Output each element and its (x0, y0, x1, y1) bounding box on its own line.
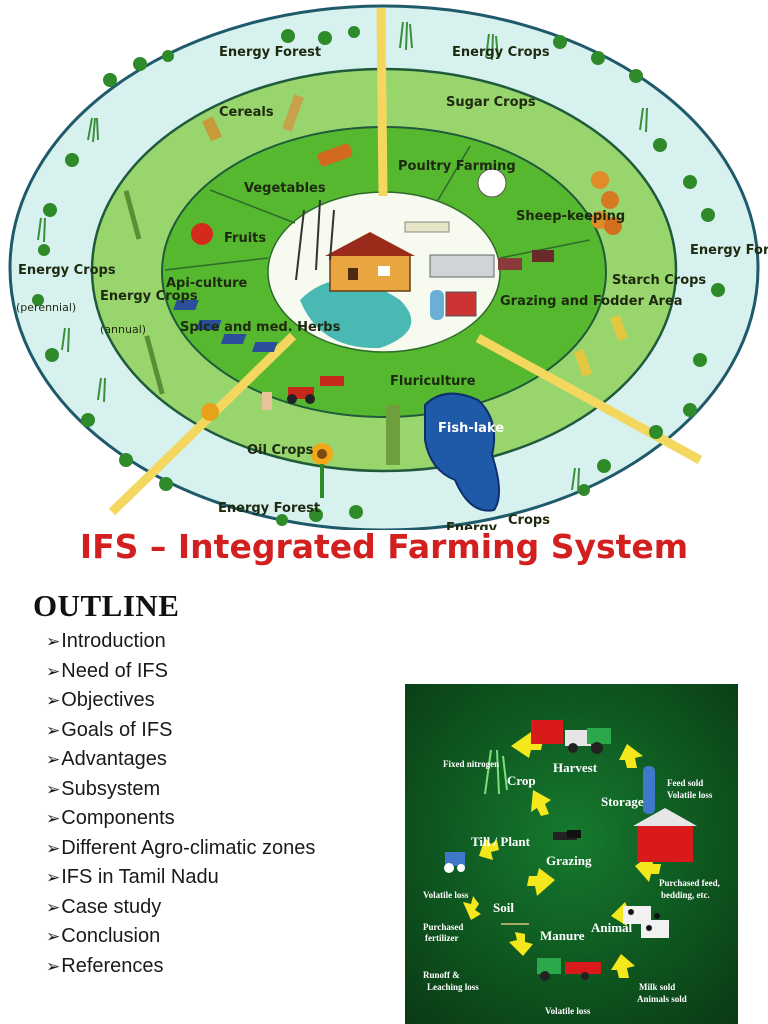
middle-ring-labels: Cereals Sugar Crops Starch Crops Oil Cro… (100, 95, 706, 458)
label-sheep-keeping: Sheep-keeping (516, 209, 625, 224)
arrow-bullet-icon: ➢ (46, 809, 61, 828)
arrow-bullet-icon: ➢ (46, 838, 61, 858)
note-volatile-loss-storage: Volatile loss (667, 790, 713, 800)
note-leaching-loss: Leaching loss (427, 982, 479, 992)
note-purchased-feed: Purchased feed, (659, 878, 720, 888)
note-volatile-loss-soil: Volatile loss (423, 890, 469, 900)
outline-item: ➢Objectives (46, 689, 155, 711)
outline-item: ➢Subsystem (46, 777, 161, 800)
note-purchased: Purchased (423, 922, 463, 932)
note-feed-sold: Feed sold (667, 778, 703, 788)
inner-dividers (164, 145, 591, 271)
tractor-icon (587, 728, 611, 744)
outline-item: ➢IFS in Tamil Nadu (46, 866, 219, 888)
label-cereals: Cereals (219, 105, 274, 120)
cycle-icons (444, 720, 697, 981)
outline-item: ➢References (46, 954, 164, 977)
arrow-bullet-icon: ➢ (46, 661, 61, 681)
arrow-bullet-icon: ➢ (46, 956, 61, 976)
label-energy-bottom: Energy (446, 521, 498, 530)
farm-system-diagram: Energy Forest Energy Crops Energy Forest… (8, 4, 768, 530)
label-grazing-fodder: Grazing and Fodder Area (500, 294, 683, 309)
outline-item: ➢Goals of IFS (46, 718, 173, 741)
node-crop: Crop (507, 773, 536, 788)
crop-plant-icon (484, 749, 508, 795)
cycle-notes: Fixed nitrogen Feed sold Volatile loss P… (423, 759, 720, 1016)
inner-ring-labels: Vegetables Poultry Farming Sheep-keeping… (166, 159, 683, 389)
node-harvest: Harvest (553, 760, 598, 775)
arrow-bullet-icon: ➢ (46, 927, 61, 946)
outline-item: ➢Advantages (46, 748, 167, 770)
manure-tractor-icon (537, 958, 561, 974)
outline-list: ➢Introduction ➢Need of IFS ➢Objectives ➢… (46, 627, 315, 981)
outer-ring-labels: Energy Forest Energy Crops Energy Forest… (16, 45, 768, 530)
label-fruits: Fruits (224, 231, 266, 246)
label-crops-bottom: Crops (508, 513, 550, 528)
ring-dividers (108, 7, 703, 516)
grazing-cattle-icon (553, 832, 577, 840)
cycle-arrows (463, 732, 661, 978)
node-grazing: Grazing (546, 853, 592, 868)
label-perennial: (perennial) (16, 301, 76, 314)
label-starch-crops: Starch Crops (612, 273, 706, 288)
node-soil: Soil (493, 900, 514, 915)
note-fixed: Fixed nitrogen (443, 759, 499, 769)
label-energy-forest-bottom: Energy Forest (218, 501, 320, 516)
label-vegetables: Vegetables (244, 181, 326, 196)
center-scene (173, 199, 495, 352)
page-title: IFS – Integrated Farming System (79, 527, 689, 566)
label-spice-herbs: Spice and med. Herbs (180, 320, 341, 335)
outline-item: ➢Case study (46, 895, 162, 918)
cycle-node-labels: Harvest Storage Crop Grazing Till / Plan… (471, 760, 644, 943)
node-manure: Manure (540, 928, 585, 943)
label-annual: (annual) (100, 323, 146, 336)
label-poultry-farming: Poultry Farming (398, 159, 516, 174)
label-energy-crops-top-right: Energy Crops (452, 45, 550, 60)
outer-ring-reeds (37, 21, 648, 493)
node-till-plant: Till / Plant (471, 834, 531, 849)
outline-item: ➢Components (46, 807, 175, 829)
label-fluriculture: Fluriculture (390, 374, 476, 389)
arrow-bullet-icon: ➢ (46, 779, 61, 799)
label-apiculture: Api-culture (166, 276, 248, 291)
arrow-bullet-icon: ➢ (46, 750, 61, 769)
label-sugar-crops: Sugar Crops (446, 95, 536, 110)
note-volatile-loss-manure: Volatile loss (545, 1006, 591, 1016)
arrow-bullet-icon: ➢ (46, 868, 61, 887)
nutrient-cycle-diagram: Harvest Storage Crop Grazing Till / Plan… (405, 684, 738, 1024)
label-energy-crops-left: Energy Crops (18, 263, 116, 278)
barn-icon (637, 824, 693, 862)
outline-item: ➢Introduction (46, 630, 166, 652)
till-tractor-icon (445, 852, 465, 866)
outline-item: ➢Different Agro-climatic zones (46, 836, 316, 859)
outline-item: ➢Conclusion (46, 925, 161, 947)
node-animal: Animal (591, 920, 633, 935)
arrow-bullet-icon: ➢ (46, 720, 61, 740)
silo-icon (643, 766, 655, 814)
note-bedding: bedding, etc. (661, 890, 710, 900)
label-energy-forest-right: Energy Forest (690, 243, 768, 258)
arrow-bullet-icon: ➢ (46, 632, 61, 651)
note-animals-sold: Animals sold (637, 994, 687, 1004)
outline-heading: OUTLINE (33, 588, 180, 623)
note-fertilizer: fertilizer (425, 933, 458, 943)
label-energy-crops-annual: Energy Crops (100, 289, 198, 304)
label-fish-lake: Fish-lake (438, 421, 504, 436)
node-storage: Storage (601, 794, 644, 809)
arrow-bullet-icon: ➢ (46, 897, 61, 917)
outer-ring-plants (32, 26, 725, 526)
arrow-bullet-icon: ➢ (46, 691, 61, 710)
label-oil-crops: Oil Crops (247, 443, 314, 458)
farm-icons (191, 143, 554, 465)
label-energy-forest-top-left: Energy Forest (219, 45, 321, 60)
truck-icon (531, 720, 563, 744)
note-runoff: Runoff & (423, 970, 460, 980)
crop-icons (123, 94, 628, 498)
fish-lake (424, 392, 500, 512)
outline-item: ➢Need of IFS (46, 659, 168, 682)
note-milk-sold: Milk sold (639, 982, 675, 992)
